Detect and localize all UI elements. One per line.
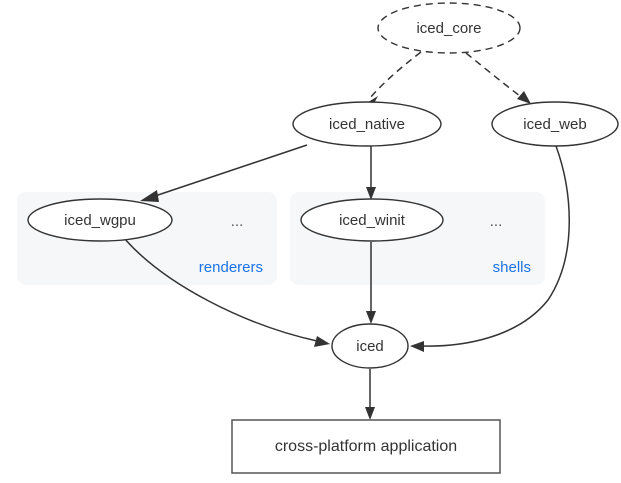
node-iced-web[interactable]: iced_web	[491, 101, 619, 147]
node-iced-core-label: iced_core	[416, 20, 481, 37]
arrow-head-winit-iced	[366, 311, 376, 324]
edge-path-native-wgpu	[154, 144, 308, 197]
edge-iced-core-to-iced-web	[465, 52, 531, 104]
cluster-shells-ellipsis: ...	[490, 213, 503, 230]
node-iced-ellipse[interactable]	[331, 323, 409, 369]
edge-path-wgpu-iced	[123, 237, 318, 342]
edge-iced-wgpu-to-iced	[123, 237, 330, 347]
edge-iced-winit-to-iced	[366, 242, 376, 324]
edge-iced-native-to-iced-winit	[366, 146, 376, 200]
node-cross-platform-application[interactable]: cross-platform application	[231, 419, 501, 474]
edge-path-web-iced	[422, 145, 570, 347]
arrow-head-native-winit	[366, 187, 376, 200]
node-iced-winit-ellipse[interactable]	[300, 198, 444, 242]
edge-iced-core-to-iced-native	[365, 51, 422, 107]
edge-path-core-web	[465, 52, 525, 100]
arrow-head-web-iced	[410, 341, 424, 352]
node-iced-native-ellipse[interactable]	[292, 101, 442, 147]
node-iced-wgpu[interactable]: iced_wgpu	[27, 198, 173, 242]
node-iced-core-ellipse[interactable]	[377, 2, 521, 54]
arrow-head-core-web	[517, 91, 531, 104]
node-iced-web-label: iced_web	[523, 116, 586, 133]
arrow-head-iced-application	[365, 407, 375, 420]
node-iced-native[interactable]: iced_native	[292, 101, 442, 147]
edge-iced-to-application	[365, 369, 375, 420]
edge-iced-native-to-iced-wgpu	[140, 144, 308, 202]
node-application-rect[interactable]	[231, 419, 501, 474]
node-iced-label: iced	[356, 338, 384, 355]
cluster-renderers-label: renderers	[199, 259, 263, 276]
arrow-head-native-wgpu	[140, 190, 159, 202]
cluster-renderers-ellipsis: ...	[231, 213, 244, 230]
arrow-head-wgpu-iced	[314, 336, 330, 347]
node-iced[interactable]: iced	[331, 323, 409, 369]
node-iced-native-label: iced_native	[329, 116, 405, 133]
node-iced-wgpu-label: iced_wgpu	[64, 212, 136, 229]
node-iced-winit-label: iced_winit	[339, 212, 406, 229]
cluster-shells-label: shells	[493, 259, 531, 276]
node-iced-wgpu-ellipse[interactable]	[27, 198, 173, 242]
edge-path-core-native	[369, 51, 422, 99]
node-application-label: cross-platform application	[275, 438, 457, 455]
node-iced-core[interactable]: iced_core	[377, 2, 521, 54]
node-iced-web-ellipse[interactable]	[491, 101, 619, 147]
node-iced-winit[interactable]: iced_winit	[300, 198, 444, 242]
edge-iced-web-to-iced	[410, 145, 570, 352]
